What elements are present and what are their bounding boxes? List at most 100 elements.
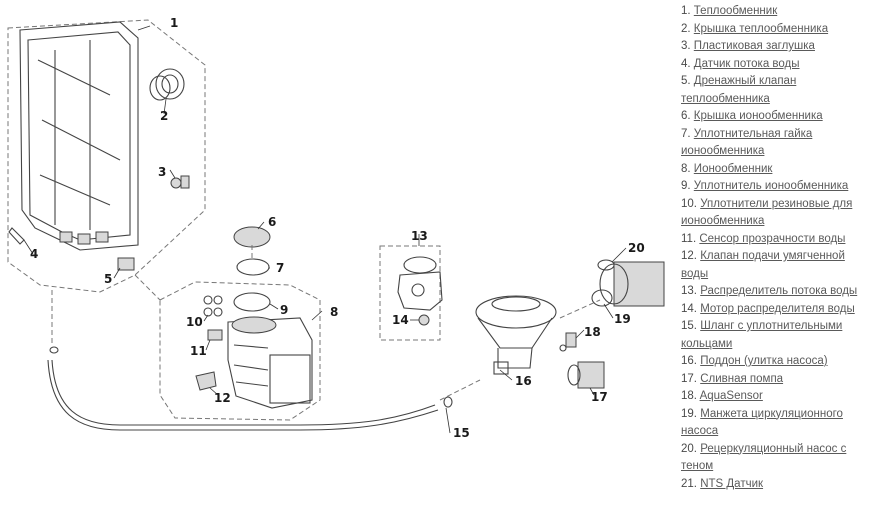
- legend-item-link[interactable]: Клапан подачи умягченной воды: [681, 250, 845, 280]
- plastic-plug-part: [170, 175, 190, 189]
- hose-inner: [47, 359, 439, 431]
- legend-item: 21. NTS Датчик: [681, 476, 871, 494]
- callout-9: 9: [280, 303, 288, 317]
- distributor-motor-part: [418, 314, 430, 326]
- legend-item: 3. Пластиковая заглушка: [681, 38, 871, 56]
- legend-item: 14. Мотор распределителя воды: [681, 301, 871, 319]
- legend-item-number: 16.: [681, 355, 697, 367]
- callout-4: 4: [30, 247, 38, 261]
- clarity-sensor-part: [207, 329, 223, 341]
- legend-item: 20. Рецеркуляционный насос с теном: [681, 441, 871, 476]
- softener-cover-part: [233, 226, 271, 248]
- legend-item-link[interactable]: Шланг с уплотнительными кольцами: [681, 320, 843, 350]
- callout-3: 3: [158, 165, 166, 179]
- leader-lines: [23, 25, 627, 434]
- legend-item-number: 7.: [681, 127, 691, 140]
- legend-item-number: 15.: [681, 320, 697, 332]
- callout-15: 15: [453, 426, 470, 440]
- legend-item-link[interactable]: Мотор распределителя воды: [700, 302, 855, 315]
- heat-exchanger-part: [19, 21, 139, 251]
- legend-item-number: 20.: [681, 442, 697, 455]
- legend-item-link[interactable]: Ионообменник: [693, 162, 773, 175]
- group-outline-softener: [159, 281, 321, 421]
- water-distributor-part: [397, 256, 443, 311]
- legend-item-link[interactable]: Уплотнители резиновые для ионообменника: [681, 197, 853, 228]
- pump-sump-part: [475, 295, 557, 375]
- legend-item-number: 1.: [681, 5, 691, 17]
- callout-19: 19: [614, 312, 631, 326]
- legend-item-link[interactable]: Пластиковая заглушка: [693, 40, 815, 52]
- legend-item-number: 17.: [681, 372, 697, 385]
- legend-item-link[interactable]: Сливная помпа: [700, 372, 784, 385]
- legend-item: 7. Уплотнительная гайка ионообменника: [681, 126, 871, 161]
- callout-14: 14: [392, 313, 409, 327]
- legend-item-number: 5.: [681, 75, 691, 87]
- legend-item-link[interactable]: Уплотнитель ионообменника: [693, 180, 849, 192]
- callout-2: 2: [160, 109, 168, 123]
- hose-end-ring: [49, 346, 59, 354]
- legend-item-link[interactable]: Уплотнительная гайка ионообменника: [681, 127, 813, 158]
- aquasensor-part: [559, 332, 577, 352]
- group-outline-distributor: [379, 245, 441, 341]
- legend-item-number: 14.: [681, 302, 697, 315]
- legend-item-link[interactable]: NTS Датчик: [700, 477, 764, 490]
- callout-7: 7: [276, 261, 284, 275]
- legend-item-link[interactable]: Рецеркуляционный насос с теном: [681, 442, 847, 473]
- legend-item-link[interactable]: Поддон (улитка насоса): [700, 355, 828, 367]
- legend-item-number: 9.: [681, 180, 691, 192]
- legend-item: 12. Клапан подачи умягченной воды: [681, 248, 871, 283]
- connection-line: [559, 299, 601, 319]
- legend-item-link[interactable]: Манжета циркуляционного насоса: [681, 407, 843, 438]
- legend-item: 6. Крышка ионообменника: [681, 108, 871, 126]
- legend-item: 15. Шланг с уплотнительными кольцами: [681, 318, 871, 353]
- legend-item: 10. Уплотнители резиновые для ионообменн…: [681, 196, 871, 231]
- softened-water-valve-part: [195, 371, 217, 391]
- callout-5: 5: [104, 272, 112, 286]
- callout-10: 10: [186, 315, 203, 329]
- legend-item-link[interactable]: Крышка теплообменника: [693, 22, 829, 35]
- legend-item: 19. Манжета циркуляционного насоса: [681, 406, 871, 441]
- legend-item: 2. Крышка теплообменника: [681, 21, 871, 39]
- callout-17: 17: [591, 390, 608, 404]
- legend-item-link[interactable]: Датчик потока воды: [693, 57, 800, 70]
- callout-20: 20: [628, 241, 645, 255]
- heat-exchanger-cover-part: [149, 68, 185, 101]
- drain-valve-part: [117, 257, 135, 271]
- legend-item-number: 6.: [681, 110, 691, 122]
- legend-item-number: 11.: [681, 232, 697, 245]
- legend-item-link[interactable]: AquaSensor: [699, 390, 763, 402]
- legend-item-link[interactable]: Теплообменник: [693, 5, 778, 17]
- legend-item: 8. Ионообменник: [681, 161, 871, 179]
- legend-item: 18. AquaSensor: [681, 388, 871, 406]
- legend-item-number: 8.: [681, 162, 691, 175]
- legend-item: 13. Распределитель потока воды: [681, 283, 871, 301]
- legend-item: 17. Сливная помпа: [681, 371, 871, 389]
- legend-item-number: 3.: [681, 40, 691, 52]
- group-outline-heat-exchanger: [7, 19, 206, 293]
- legend-item-number: 12.: [681, 250, 697, 262]
- drain-pump-part: [567, 361, 605, 389]
- legend-item-number: 18.: [681, 390, 697, 402]
- callout-6: 6: [268, 215, 276, 229]
- parts-diagram: 1 2 3 4 5 6 7 8 9 10 11 12 13 14 15 16 1…: [7, 16, 665, 440]
- callout-18: 18: [584, 325, 601, 339]
- legend-item-link[interactable]: Сенсор прозрачности воды: [699, 232, 846, 245]
- legend-item-number: 10.: [681, 197, 697, 210]
- ion-exchanger-part: [227, 316, 313, 409]
- legend-item-number: 4.: [681, 57, 691, 70]
- legend-item-number: 2.: [681, 22, 691, 35]
- legend-item-link[interactable]: Дренажный клапан теплообменника: [681, 75, 797, 105]
- hose-ring: [443, 396, 453, 408]
- legend-item-link[interactable]: Распределитель потока воды: [700, 285, 858, 297]
- circulation-pump-part: [591, 259, 665, 307]
- legend-item-link[interactable]: Крышка ионообменника: [693, 110, 823, 122]
- rubber-seals-part: [203, 295, 223, 317]
- callout-1: 1: [170, 16, 178, 30]
- softener-nut-part: [236, 258, 270, 276]
- legend-item: 1. Теплообменник: [681, 3, 871, 21]
- softener-seal-part: [233, 292, 271, 312]
- legend-item-number: 13.: [681, 285, 697, 297]
- callout-8: 8: [330, 305, 338, 319]
- legend-item: 11. Сенсор прозрачности воды: [681, 231, 871, 249]
- legend-item: 4. Датчик потока воды: [681, 56, 871, 74]
